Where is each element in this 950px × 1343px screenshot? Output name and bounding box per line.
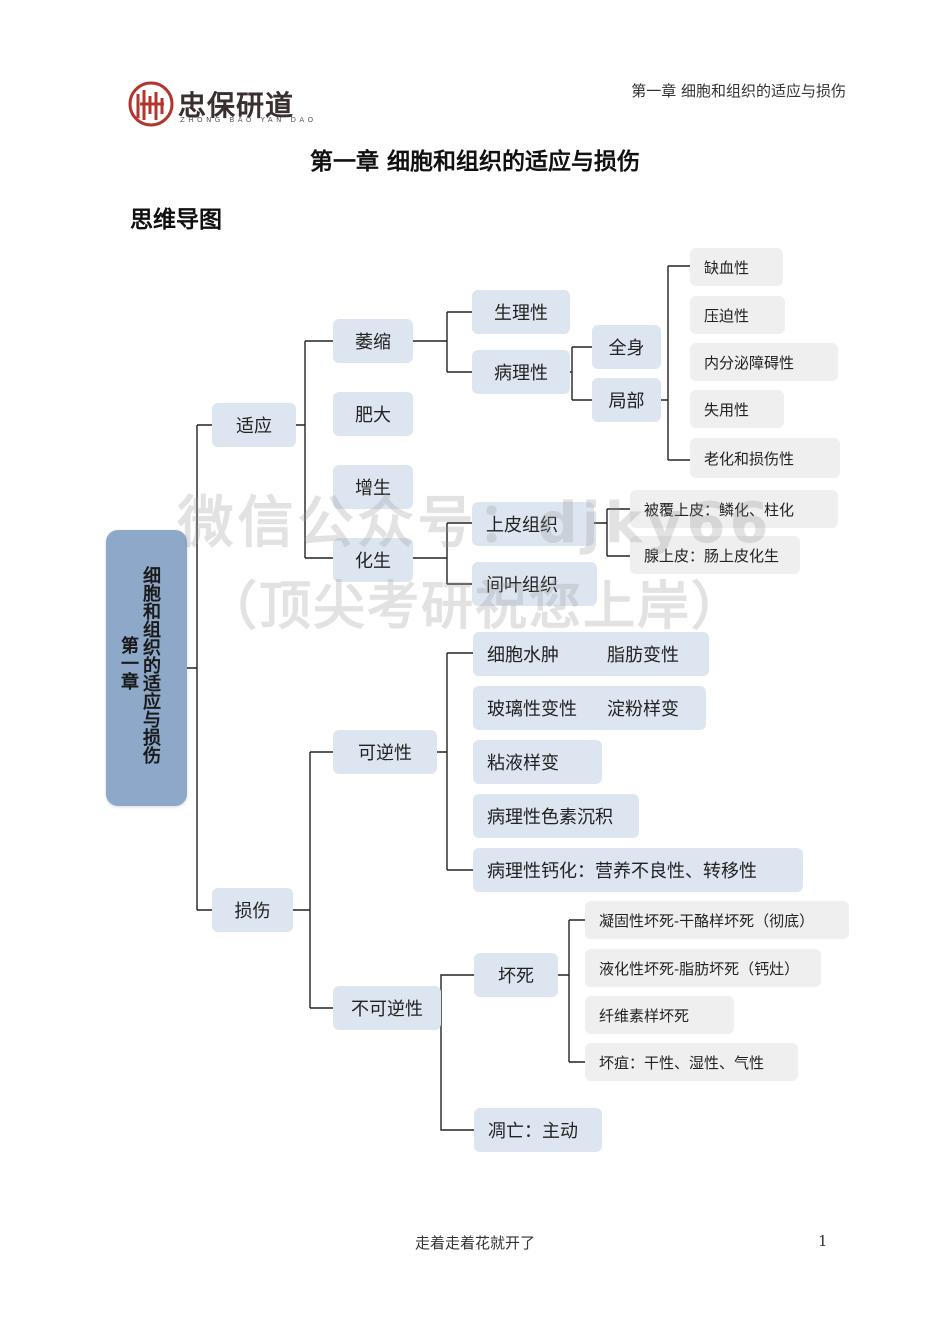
node-metaplasia: 化生 xyxy=(333,538,413,582)
node-mesenchymal: 间叶组织 xyxy=(472,562,597,606)
root-node: 细胞和组织的适应与损伤 第一章 xyxy=(106,530,187,806)
footer-motto: 走着走着花就开了 xyxy=(414,1234,535,1252)
node-reversible-item: 病理性色素沉积 xyxy=(473,794,639,838)
node-necrosis-type: 纤维素样坏死 xyxy=(585,996,734,1034)
node-pathological: 病理性 xyxy=(472,350,570,394)
page-number: 1 xyxy=(818,1232,828,1250)
node-reversible: 可逆性 xyxy=(333,730,437,774)
node-necrosis-type: 液化性坏死-脂肪坏死（钙灶） xyxy=(585,949,821,987)
node-necrosis-type: 坏疽：干性、湿性、气性 xyxy=(585,1043,798,1081)
logo-seal-icon xyxy=(128,81,174,127)
node-local-type: 老化和损伤性 xyxy=(690,438,840,478)
watermark-line1: 微信公众号：djky66 xyxy=(177,491,773,556)
node-hypertrophy: 肥大 xyxy=(333,392,413,436)
item-a: 玻璃性变性 xyxy=(487,699,577,720)
node-local-type: 缺血性 xyxy=(690,248,783,286)
node-local: 局部 xyxy=(592,378,661,422)
page-title: 第一章 细胞和组织的适应与损伤 xyxy=(309,148,640,175)
node-irreversible: 不可逆性 xyxy=(333,986,441,1030)
node-necrosis: 坏死 xyxy=(474,953,558,997)
item-b: 淀粉样变 xyxy=(607,699,679,720)
node-physiological: 生理性 xyxy=(472,290,570,334)
running-header: 第一章 细胞和组织的适应与损伤 xyxy=(631,82,846,100)
brand-logo: 忠保研道 ZHONG BAO YAN DAO xyxy=(128,78,313,132)
node-epithelial-type: 被覆上皮：鳞化、柱化 xyxy=(630,490,838,528)
node-epithelial-type: 腺上皮：肠上皮化生 xyxy=(630,536,800,574)
node-hyperplasia: 增生 xyxy=(333,465,413,509)
node-reversible-item: 粘液样变 xyxy=(473,740,602,784)
watermark-line2: （顶尖考研祝您上岸） xyxy=(204,577,745,637)
node-systemic: 全身 xyxy=(592,325,661,369)
logo-text: 忠保研道 xyxy=(178,89,295,122)
root-chapter: 第一章 xyxy=(118,636,139,690)
node-local-type: 内分泌障碍性 xyxy=(690,343,838,381)
node-local-type: 压迫性 xyxy=(690,296,785,334)
node-local-type: 失用性 xyxy=(690,390,784,428)
node-reversible-item: 细胞水肿 脂肪变性 xyxy=(473,632,709,676)
node-reversible-item: 病理性钙化：营养不良性、转移性 xyxy=(473,848,803,892)
item-b: 脂肪变性 xyxy=(607,645,679,666)
node-injury: 损伤 xyxy=(212,888,293,932)
logo-subtitle: ZHONG BAO YAN DAO xyxy=(180,116,317,124)
node-epithelial: 上皮组织 xyxy=(472,502,594,546)
node-apoptosis: 凋亡：主动 xyxy=(474,1108,602,1152)
node-adaptation: 适应 xyxy=(212,403,296,447)
item-a: 细胞水肿 xyxy=(487,645,559,666)
root-title: 细胞和组织的适应与损伤 xyxy=(140,566,161,764)
section-title: 思维导图 xyxy=(130,206,222,233)
node-atrophy: 萎缩 xyxy=(333,319,413,363)
node-necrosis-type: 凝固性坏死-干酪样坏死（彻底） xyxy=(585,901,849,939)
node-reversible-item: 玻璃性变性 淀粉样变 xyxy=(473,686,706,730)
